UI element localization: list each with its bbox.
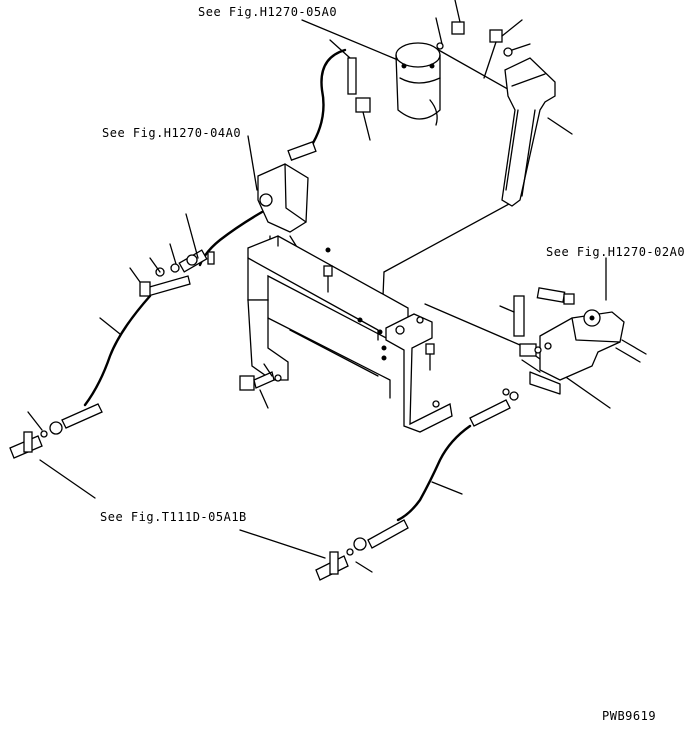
left-fittings: [129, 213, 215, 297]
drawing-number: PWB9619: [602, 709, 657, 723]
callout-fig-h1270-02a0: See Fig.H1270-02A0: [546, 245, 685, 259]
filter-canister: [395, 42, 441, 126]
upright-bracket: [501, 57, 573, 207]
frame-bolt: [239, 363, 282, 409]
right-cable: [315, 388, 519, 581]
main-frame: [247, 235, 409, 399]
callout-fig-h1270-04a0: See Fig.H1270-04A0: [102, 126, 242, 140]
valve-block-right: [519, 309, 647, 395]
callout-fig-h1270-05a0: See Fig.H1270-05A0: [198, 5, 338, 19]
right-upper-fittings: [499, 287, 575, 337]
frame-mount-plate: [385, 313, 453, 433]
left-cable: [9, 294, 152, 459]
canister-hose: [287, 39, 357, 161]
callout-fig-t111d-05a1b: See Fig.T111D-05A1B: [100, 510, 247, 524]
canister-fasteners: [355, 0, 531, 141]
callout-leaders: [39, 19, 607, 559]
